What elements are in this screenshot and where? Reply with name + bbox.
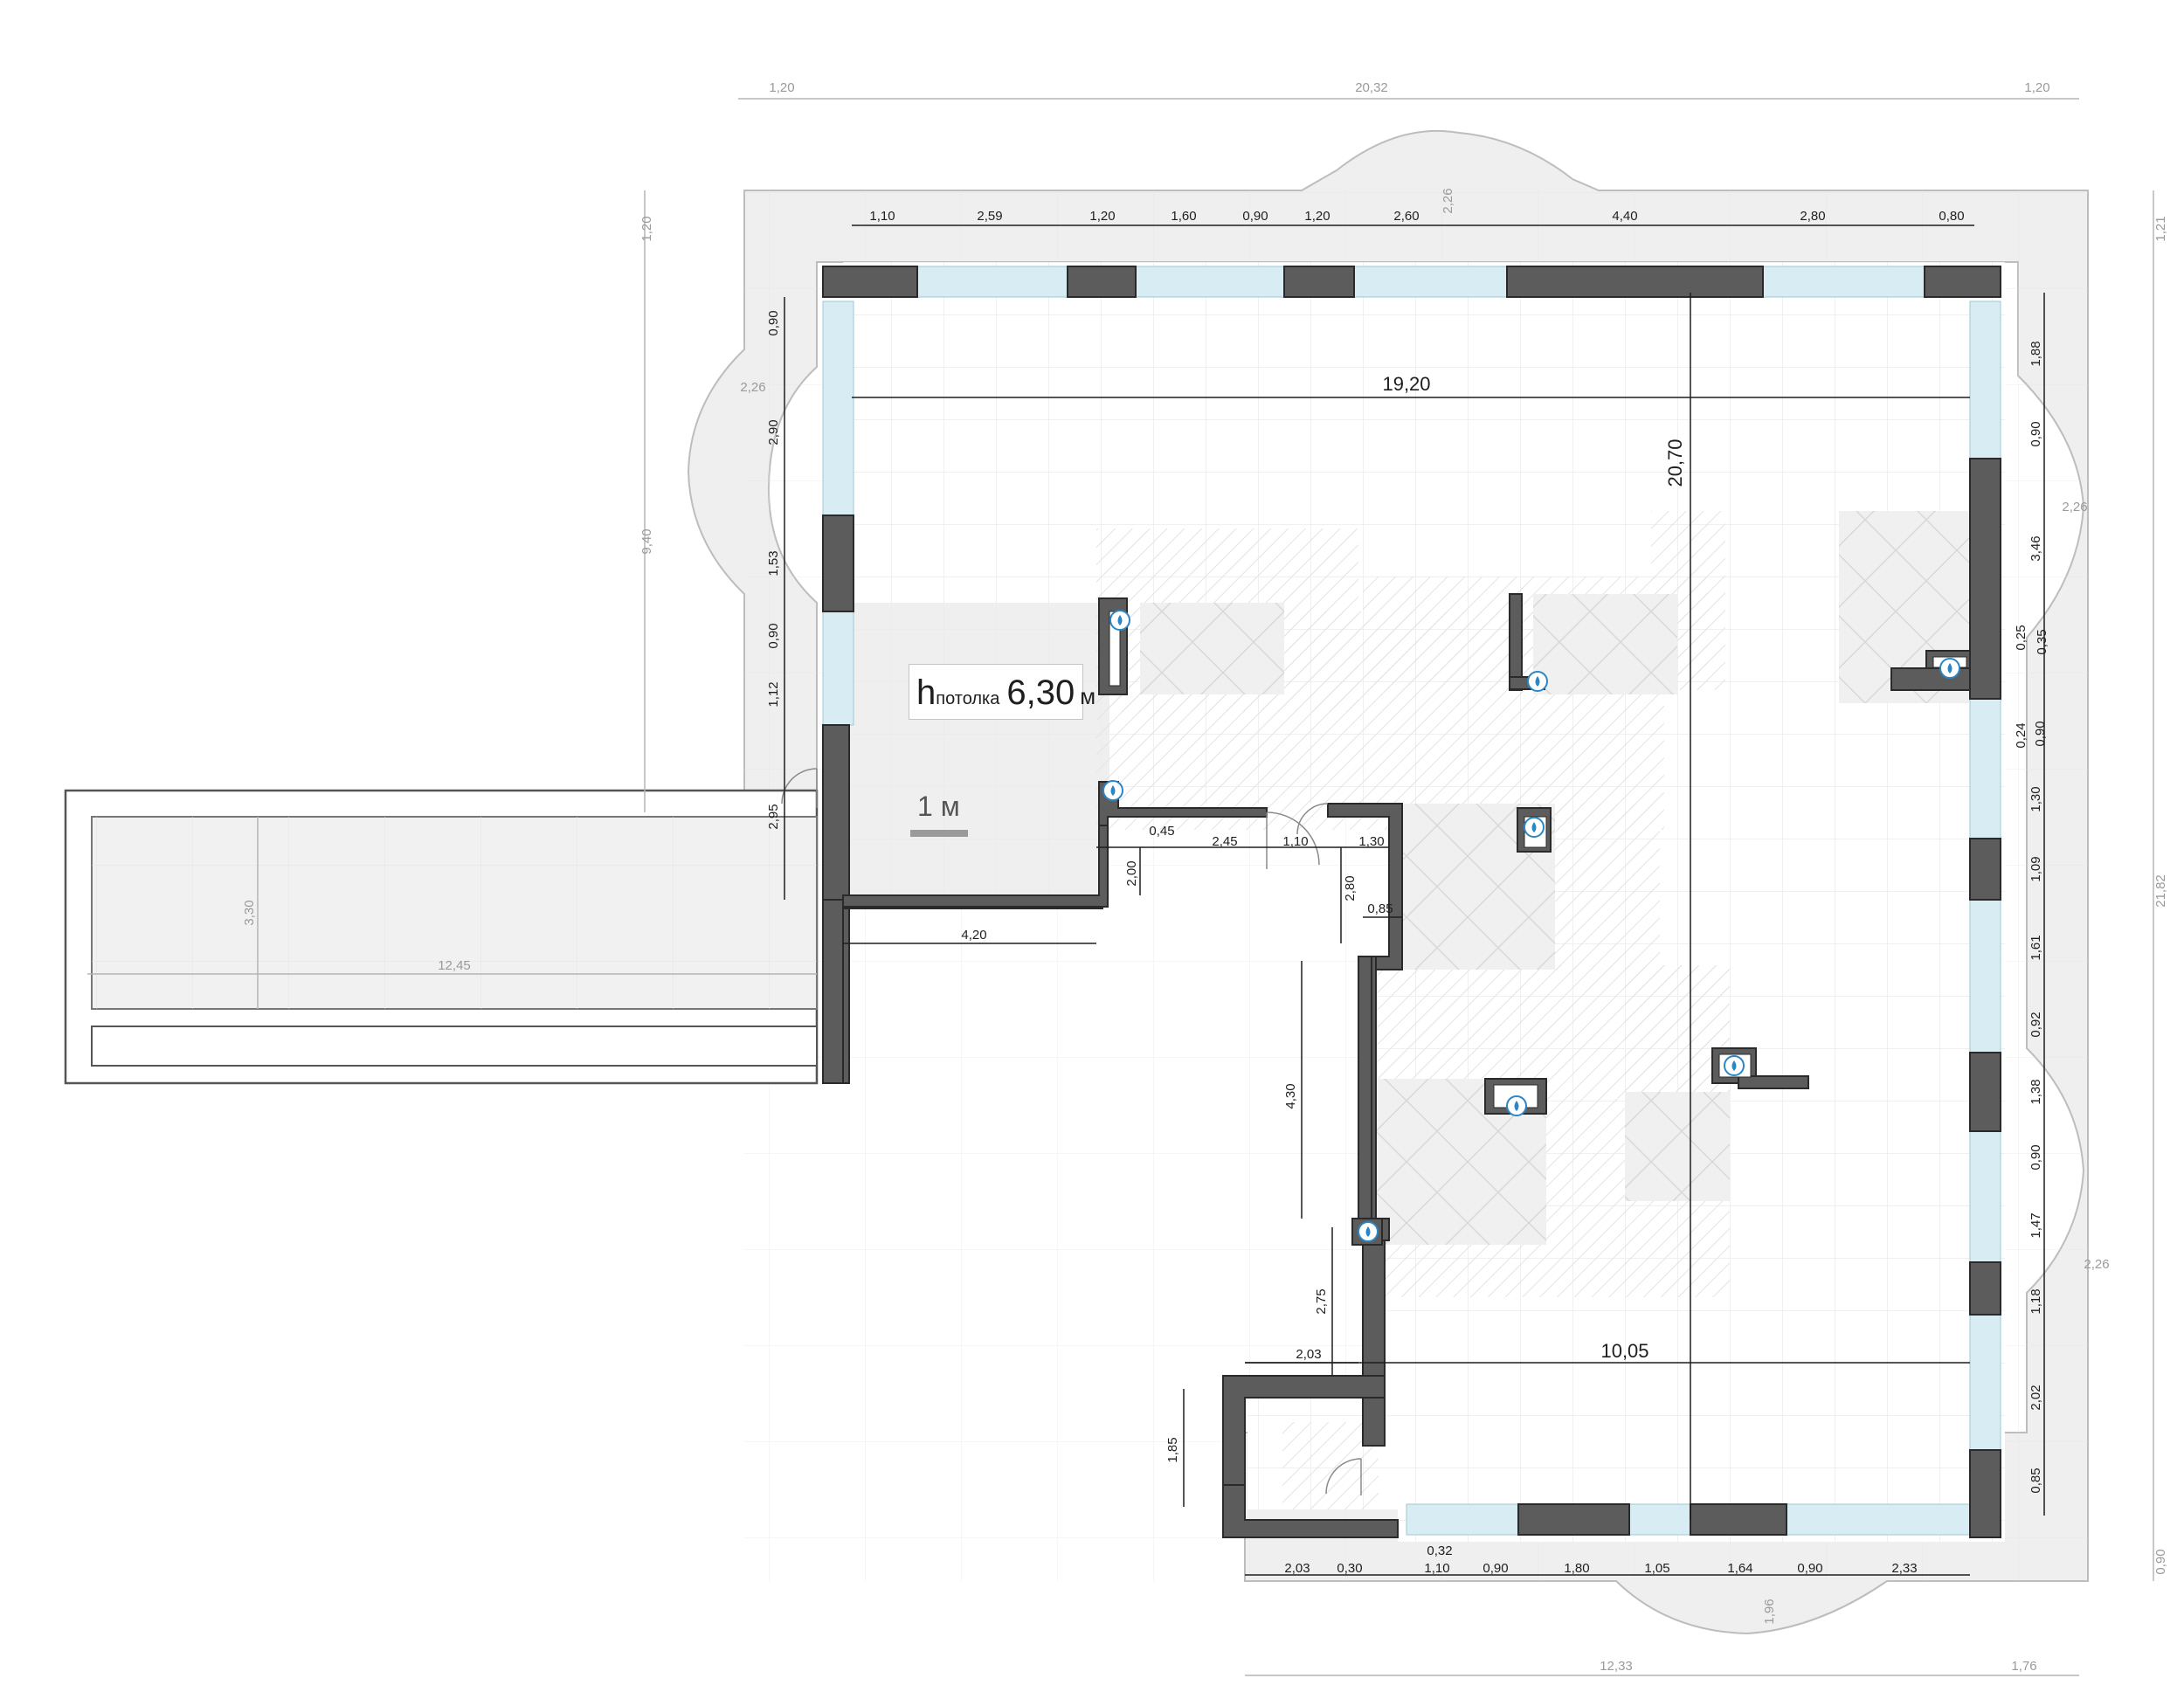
dim-right-seg: 0,85 (2028, 1468, 2043, 1493)
dim-wall: 4,20 (961, 928, 986, 943)
dim-top-seg: 2,80 (1800, 209, 1825, 224)
dim-bottom-seg: 1,05 (1644, 1561, 1669, 1576)
ceiling-subscript: потолка (936, 689, 1000, 708)
water-drop-icon (1524, 817, 1545, 838)
dim-right-seg: 0,25 (2014, 625, 2028, 650)
scale-bar (910, 830, 968, 837)
ceiling-value: 6,30 (1006, 673, 1075, 712)
water-drop-icon (1506, 1095, 1527, 1116)
dim-left-terrace: 2,26 (740, 380, 765, 395)
dim-right-seg: 0,92 (2028, 1012, 2043, 1037)
dim-left-seg: 1,53 (766, 550, 781, 576)
dim-inner-height: 20,70 (1664, 439, 1686, 487)
dim-inner-width: 19,20 (1382, 373, 1430, 395)
dim-bottom-terrace: 1,96 (1762, 1599, 1777, 1624)
dim-bottom-seg: 0,90 (1482, 1561, 1508, 1576)
dim-right-seg: 1,09 (2028, 856, 2043, 881)
balcony (64, 789, 819, 1085)
dim-corridor: 1,30 (1358, 834, 1384, 849)
dim-bottom-seg: 1,80 (1564, 1561, 1589, 1576)
water-drop-icon (1939, 658, 1960, 679)
dim-corridor: 0,45 (1149, 824, 1174, 839)
dim-corridor: 2,80 (1343, 875, 1358, 901)
dim-top-seg: 0,90 (1242, 209, 1268, 224)
scale-label: 1 м (917, 791, 960, 822)
water-drop-icon (1724, 1055, 1745, 1076)
dim-right-seg: 0,90 (2028, 1144, 2043, 1170)
dim-right-seg: 0,90 (2033, 721, 2048, 746)
dim-right-terrace-top: 2,26 (2062, 500, 2087, 515)
dim-bottom-seg: 0,30 (1337, 1561, 1362, 1576)
ceiling-h-letter: h (916, 673, 936, 712)
dim-wall: 4,30 (1283, 1083, 1298, 1108)
water-icons (1102, 610, 1960, 1242)
dim-right-terrace-bot: 2,26 (2084, 1257, 2109, 1272)
interior-floor (826, 262, 2005, 1542)
water-drop-icon (1109, 610, 1130, 631)
dim-left-seg: 1,12 (766, 681, 781, 707)
dim-bottom-outer: 12,33 (1600, 1659, 1633, 1674)
dim-wall: 10,05 (1600, 1340, 1648, 1362)
dim-left-seg: 2,95 (766, 804, 781, 829)
dim-bottom-seg: 0,90 (1797, 1561, 1822, 1576)
dim-wall: 2,75 (1314, 1288, 1329, 1314)
dim-wall: 1,85 (1165, 1437, 1180, 1462)
dim-top-seg: 1,60 (1171, 209, 1196, 224)
dim-top-seg: 0,80 (1939, 209, 1964, 224)
dim-top-seg: 2,60 (1393, 209, 1419, 224)
dim-corridor: 1,10 (1282, 834, 1308, 849)
water-drop-icon (1527, 671, 1548, 692)
dim-top-terrace: 2,26 (1441, 188, 1455, 213)
dimension-lines (784, 224, 2045, 1576)
dim-left-seg: 0,90 (766, 310, 781, 335)
dimension-labels: 20,32 1,20 1,20 2,26 1,10 2,59 1,20 1,60… (242, 80, 2168, 1674)
dim-corridor: 2,00 (1124, 860, 1139, 886)
dim-balcony-len: 12,45 (438, 958, 471, 973)
dim-top-seg: 1,10 (869, 209, 895, 224)
dim-right-outer-bot: 0,90 (2153, 1549, 2168, 1574)
dim-corridor: 0,85 (1367, 901, 1393, 916)
dim-corridor: 2,45 (1212, 834, 1237, 849)
dim-right-seg: 0,35 (2035, 629, 2049, 654)
dim-right-seg: 2,02 (2028, 1385, 2043, 1410)
dim-bottom-seg: 1,10 (1424, 1561, 1449, 1576)
water-drop-icon (1102, 780, 1123, 801)
dim-bottom-seg: 2,33 (1891, 1561, 1917, 1576)
ceiling-unit: м (1080, 683, 1096, 709)
doors (781, 768, 1362, 1495)
dim-left-seg: 2,90 (766, 419, 781, 445)
water-drop-icon (1358, 1221, 1379, 1242)
dim-left-seg: 0,90 (766, 623, 781, 648)
dim-bottom-outer-right: 1,76 (2011, 1659, 2036, 1674)
dim-bottom: 0,32 (1427, 1544, 1452, 1558)
dim-right-seg: 1,18 (2028, 1288, 2043, 1314)
dimension-lines-faint (87, 98, 2154, 1676)
dim-top-seg: 1,20 (1089, 209, 1115, 224)
dim-right-seg: 1,47 (2028, 1212, 2043, 1238)
dim-right-seg: 1,61 (2028, 935, 2043, 960)
dim-bottom-seg: 2,03 (1284, 1561, 1310, 1576)
ceiling-height-label: h потолка 6,30 м (909, 664, 1095, 720)
dim-right-seg: 3,46 (2028, 535, 2043, 561)
dim-right-seg: 0,24 (2014, 722, 2028, 748)
dim-bottom-seg: 1,64 (1727, 1561, 1752, 1576)
dim-left-outer-top: 1,20 (639, 216, 654, 241)
dim-right-outer-top: 1,21 (2153, 216, 2168, 241)
dim-right-seg: 1,30 (2028, 786, 2043, 811)
dim-right-seg: 1,88 (2028, 341, 2043, 366)
dim-top-total: 20,32 (1355, 80, 1388, 95)
dim-top-seg: 1,20 (1304, 209, 1330, 224)
dim-left-outer-mid: 9,40 (639, 528, 654, 554)
dim-right-outer-mid: 21,82 (2153, 874, 2168, 908)
dim-top-seg: 2,59 (977, 209, 1002, 224)
dim-top-seg: 4,40 (1612, 209, 1637, 224)
dim-top-right: 1,20 (2024, 80, 2049, 95)
dim-top-left: 1,20 (769, 80, 794, 95)
dim-wall: 2,03 (1296, 1347, 1321, 1362)
dim-right-seg: 1,38 (2028, 1079, 2043, 1104)
dim-right-seg: 0,90 (2028, 421, 2043, 446)
dim-balcony-depth: 3,30 (242, 900, 257, 925)
